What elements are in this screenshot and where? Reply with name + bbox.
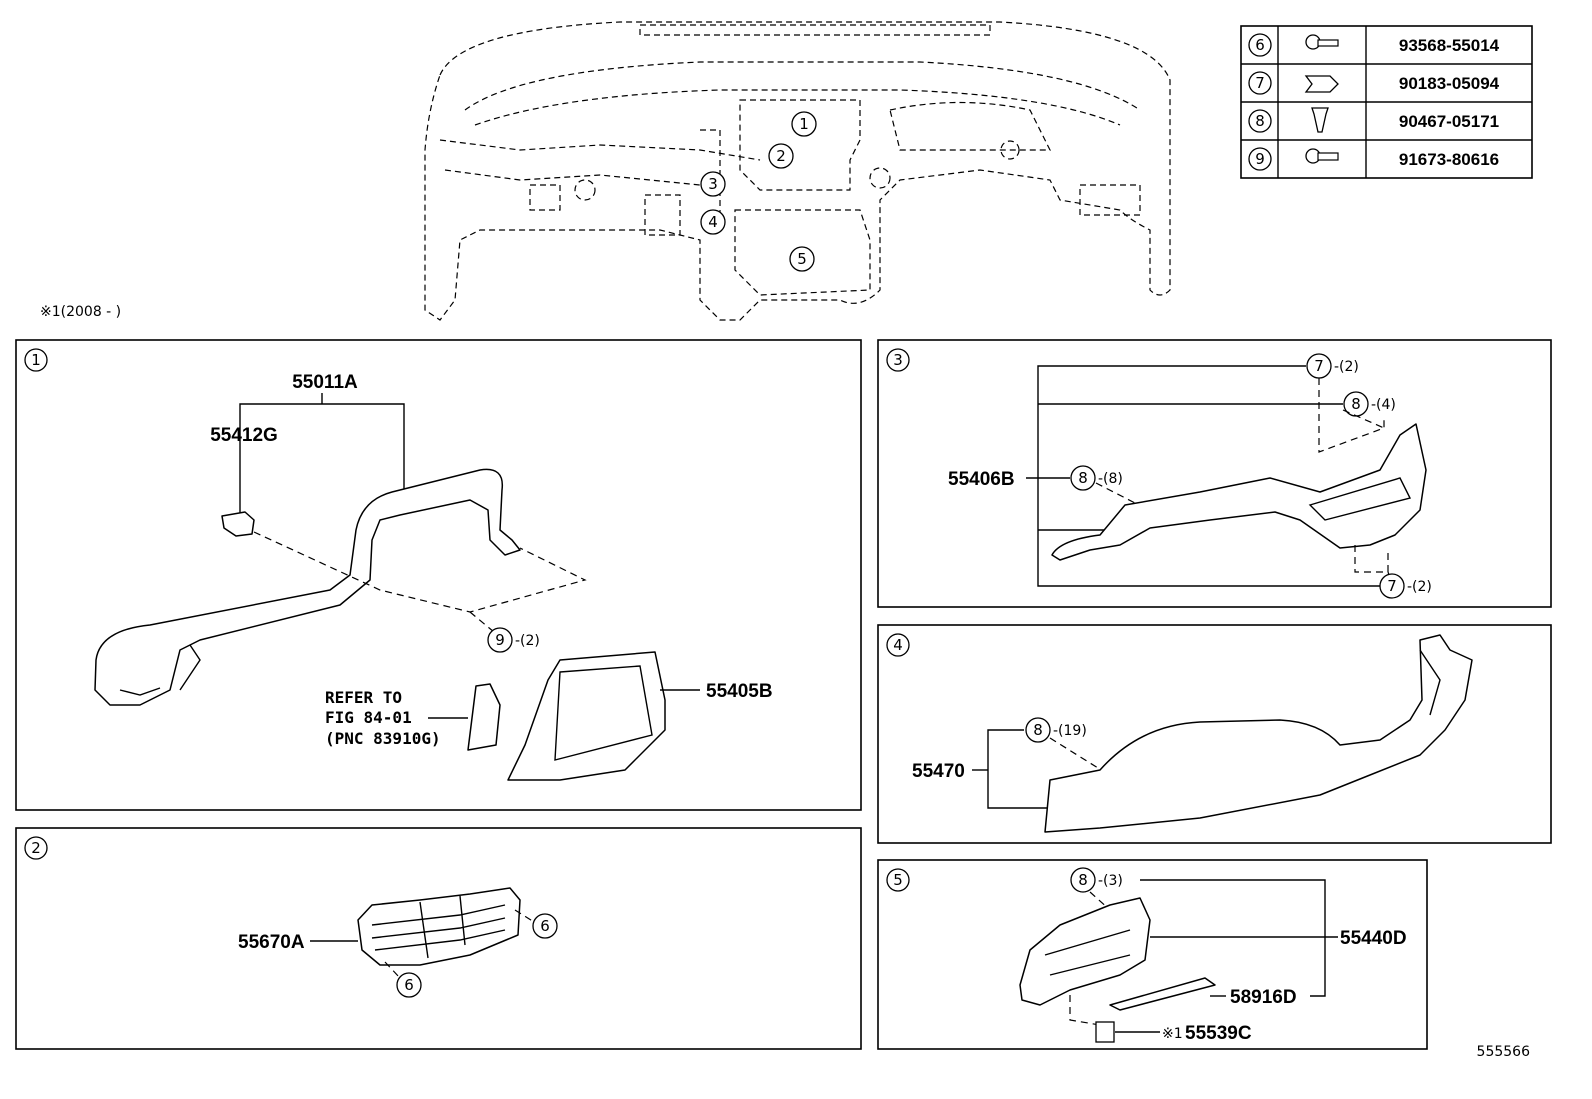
refer-line-3: (PNC 83910G) (325, 729, 441, 748)
part-55440d-label: 55440D (1340, 928, 1407, 949)
fastener-7-top-key: 7 (1314, 357, 1324, 375)
part-55539c-cap (1095, 1021, 1115, 1043)
table-row: 8 90467-05171 (1248, 107, 1499, 133)
fastener-7-bot-key: 7 (1387, 577, 1397, 595)
fastener-7-bot-qty: -(2) (1407, 579, 1432, 595)
panel-4: 4 55470 8 -(19) (877, 624, 1552, 844)
table-part-no: 93568-55014 (1399, 36, 1500, 55)
part-55440d-knee-panel (1019, 897, 1151, 1006)
part-55011a-label: 55011A (292, 372, 358, 393)
panel-3-key: 3 (893, 351, 903, 369)
part-55405b-label: 55405B (706, 681, 773, 702)
fastener-8-left-qty: -(8) (1098, 471, 1123, 487)
push-clip-icon (1311, 107, 1329, 133)
panel-2: 2 55670A 6 6 (15, 827, 862, 1050)
screw-icon (1305, 148, 1339, 164)
panel-2-key: 2 (31, 839, 41, 857)
bolt-icon (1305, 34, 1339, 50)
fastener-9-qty: -(2) (515, 633, 540, 649)
overview-callout-1 (791, 111, 817, 137)
part-55470-lower-panel (1044, 634, 1473, 833)
fastener-9-key: 9 (495, 631, 505, 649)
table-row: 9 91673-80616 (1248, 147, 1499, 171)
table-key: 7 (1255, 74, 1265, 92)
instrument-panel-overview: 1 2 3 4 5 (424, 21, 1171, 321)
fastener-8-qty: -(19) (1053, 723, 1087, 739)
overview-callout-2-label: 2 (776, 147, 786, 165)
panel-5-key: 5 (893, 871, 903, 889)
fastener-8-mid-qty: -(4) (1371, 397, 1396, 413)
table-part-no: 91673-80616 (1399, 150, 1499, 169)
overview-callout-5-label: 5 (797, 250, 807, 268)
part-55412g-clip (221, 511, 255, 537)
part-55670a-air-vent (357, 887, 521, 966)
overview-callout-5 (789, 246, 815, 272)
clip-icon (1304, 75, 1339, 93)
fastener-8-left-key: 8 (1078, 469, 1088, 487)
fastener-6b-key: 6 (404, 976, 414, 994)
fastener-8-mid-key: 8 (1351, 395, 1361, 413)
part-55406b-lower-trim (1051, 423, 1427, 561)
table-key: 9 (1255, 150, 1265, 168)
fastener-6a-key: 6 (540, 917, 550, 935)
part-55011a-bracket (94, 468, 521, 706)
table-part-no: 90183-05094 (1399, 74, 1500, 93)
diagram-id: 555566 (1477, 1044, 1531, 1060)
fastener-8-key: 8 (1033, 721, 1043, 739)
panel-3: 3 7 -(2) 8 -(4) 55406B 8 -(8) 7 -(2) (877, 339, 1552, 608)
panel-1-key: 1 (31, 351, 41, 369)
part-55539c-label: 55539C (1185, 1023, 1252, 1044)
fastener-8-qty: -(3) (1098, 873, 1123, 889)
panel-4-key: 4 (893, 636, 903, 654)
refer-line-1: REFER TO (325, 688, 402, 707)
table-key: 8 (1255, 112, 1265, 130)
table-row: 6 93568-55014 (1248, 33, 1500, 57)
overview-callout-4-label: 4 (708, 213, 718, 231)
part-58916d-strip (1109, 977, 1216, 1011)
note-header: ※1(2008 - ) (40, 304, 121, 320)
overview-callout-2 (768, 143, 794, 169)
overview-callout-1-label: 1 (799, 115, 809, 133)
table-part-no: 90467-05171 (1399, 112, 1499, 131)
refer-line-2: FIG 84-01 (325, 708, 412, 727)
fastener-7-top-qty: -(2) (1334, 359, 1359, 375)
part-55412g-label: 55412G (210, 425, 278, 446)
part-55539c-mark: ※1 (1162, 1026, 1183, 1042)
panel-1: 1 55011A 55412G 9 -(2) REFER TO FIG 84-0… (15, 339, 862, 811)
part-55670a-label: 55670A (238, 932, 305, 953)
table-key: 6 (1255, 36, 1265, 54)
overview-callout-3-label: 3 (708, 175, 718, 193)
fastener-table: 6 93568-55014 7 90183-05094 8 90467-0517… (1240, 25, 1533, 179)
panel-5: 5 8 -(3) 55440D 58916D ※1 55539C (877, 859, 1428, 1050)
part-55470-label: 55470 (912, 761, 965, 782)
overview-callout-4 (700, 209, 726, 235)
part-55406b-label: 55406B (948, 469, 1015, 490)
part-55405b-screen-trim (507, 651, 666, 781)
overview-callout-3 (700, 171, 726, 197)
part-58916d-label: 58916D (1230, 987, 1297, 1008)
refer-bracket-part (467, 683, 501, 751)
table-row: 7 90183-05094 (1248, 71, 1500, 95)
fastener-8-key: 8 (1078, 871, 1088, 889)
